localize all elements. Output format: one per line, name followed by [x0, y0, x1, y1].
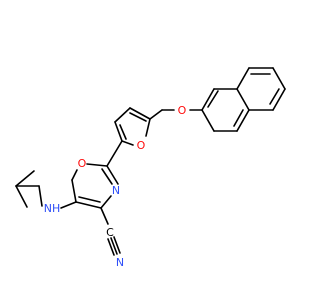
atom-c-nitrile: C	[106, 226, 114, 239]
bond	[75, 201, 102, 209]
bond	[100, 195, 112, 209]
bond	[236, 88, 250, 111]
bond	[114, 107, 131, 123]
bond	[119, 124, 127, 140]
atom-o-oxazole: O	[78, 157, 87, 170]
bond	[106, 140, 123, 167]
atom-o-furan: O	[137, 139, 146, 152]
atom-nh: NH	[44, 202, 61, 215]
bond	[236, 67, 250, 90]
bond	[272, 88, 286, 111]
atom-o-ether: O	[178, 104, 187, 117]
bond	[110, 237, 118, 255]
bond	[114, 121, 123, 142]
atom-n-oxazole: N	[112, 184, 120, 197]
bond	[272, 67, 286, 90]
bond	[201, 88, 215, 111]
bond	[101, 168, 113, 185]
atom-labels: O O O N NH C N	[44, 104, 187, 269]
bond	[71, 169, 78, 181]
molecule-structure: O O O N NH C N	[15, 67, 286, 269]
bond	[38, 185, 43, 207]
bond	[149, 109, 163, 120]
bond	[121, 140, 134, 146]
bond	[207, 90, 219, 108]
bond	[15, 185, 28, 208]
bond	[71, 179, 77, 203]
bond	[100, 207, 109, 225]
bond	[201, 109, 215, 132]
bond	[86, 163, 108, 167]
bond	[236, 109, 250, 132]
bond	[106, 165, 119, 185]
bond	[129, 107, 151, 120]
bond	[269, 88, 280, 105]
bond	[15, 170, 35, 187]
bond	[113, 236, 121, 254]
bond	[233, 109, 244, 127]
bonds	[15, 67, 286, 256]
atom-n-nitrile: N	[116, 256, 124, 269]
bond	[145, 118, 151, 137]
bond	[78, 196, 101, 203]
bond	[129, 112, 147, 122]
bond	[60, 201, 77, 209]
bond	[107, 238, 115, 256]
